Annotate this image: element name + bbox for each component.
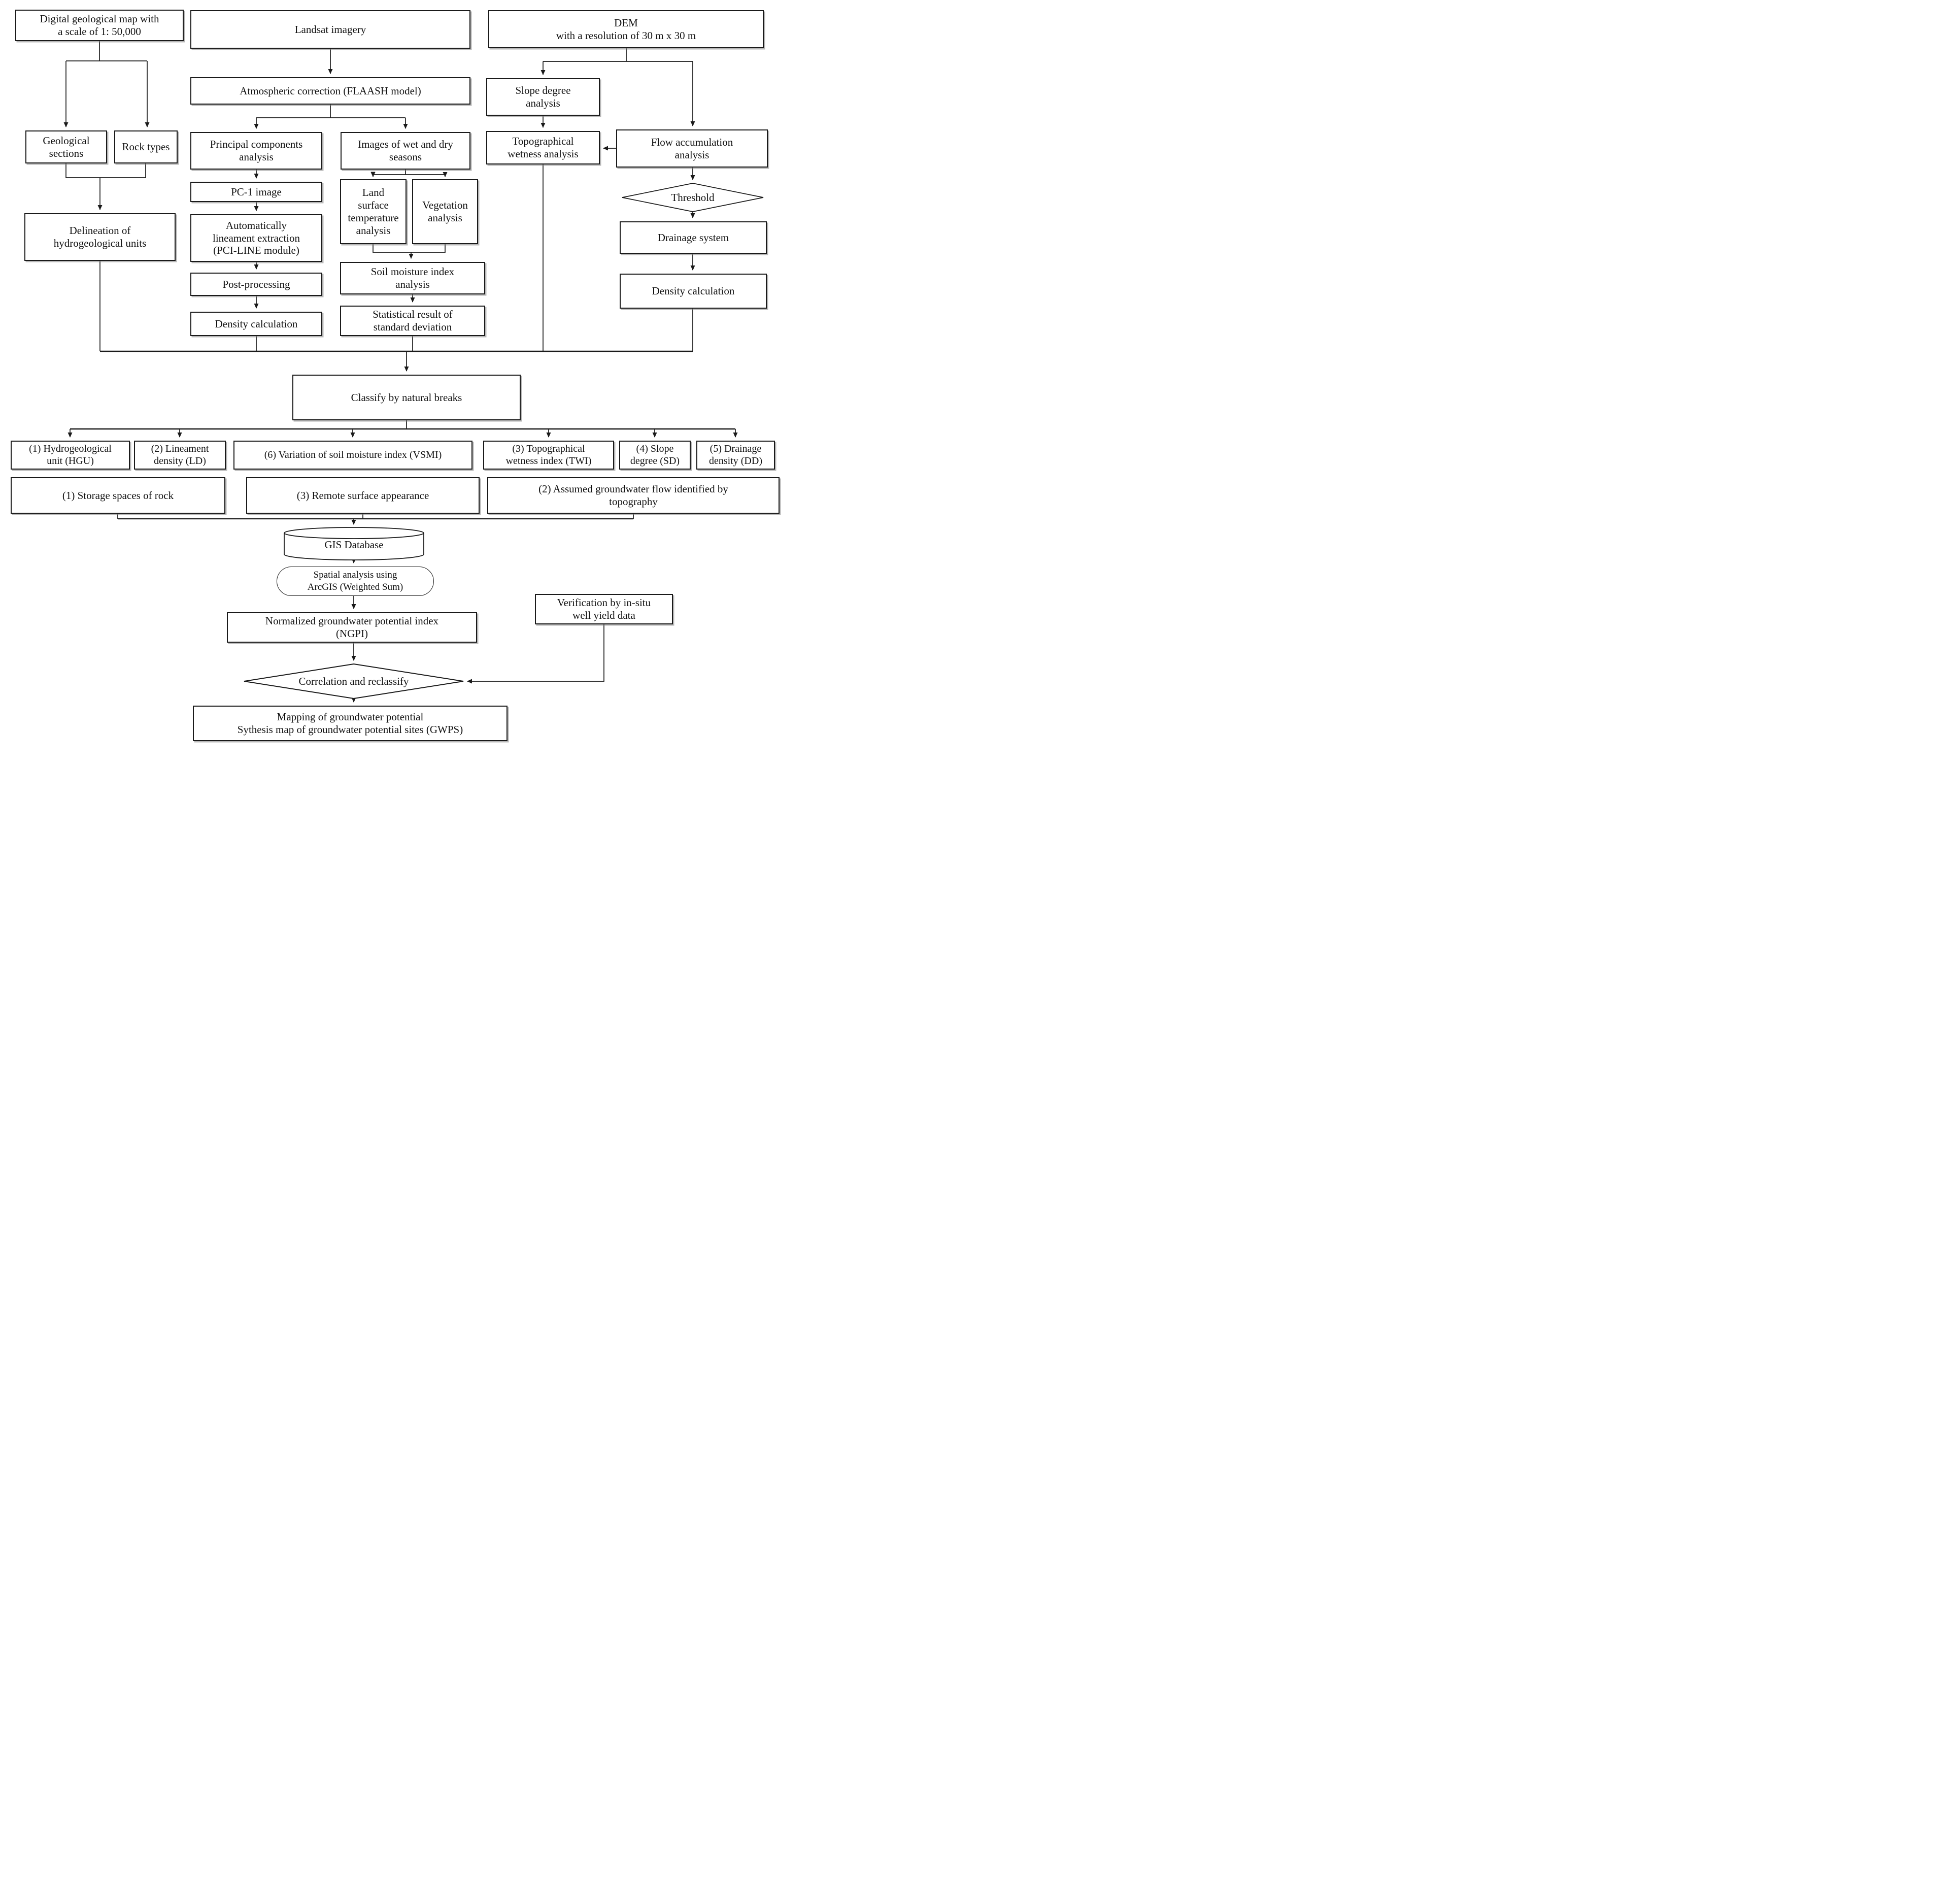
node-threshold-label: Threshold	[671, 191, 715, 204]
node-pc1-image: PC-1 image	[190, 182, 322, 202]
threshold-diamond	[622, 183, 764, 212]
correlation-diamond	[244, 663, 464, 700]
node-atmospheric-correction: Atmospheric correction (FLAASH model)	[190, 77, 470, 105]
node-density-calculation-drainage: Density calculation	[620, 274, 767, 309]
connector-layer	[63, 41, 764, 703]
node-landsat-imagery: Landsat imagery	[190, 10, 470, 49]
node-gis-database-label: GIS Database	[324, 538, 384, 551]
node-post-processing: Post-processing	[190, 273, 322, 296]
node-assumed-groundwater-flow: (2) Assumed groundwater flow identified …	[487, 477, 780, 514]
node-drainage-system: Drainage system	[620, 221, 767, 254]
node-storage-spaces-of-rock: (1) Storage spaces of rock	[11, 477, 225, 514]
node-remote-surface-appearance: (3) Remote surface appearance	[246, 477, 480, 514]
node-ngpi: Normalized groundwater potential index(N…	[227, 612, 477, 643]
node-classify-natural-breaks: Classify by natural breaks	[292, 375, 521, 420]
node-rock-types: Rock types	[114, 130, 178, 163]
gis-cylinder	[284, 527, 424, 560]
node-variation-soil-moisture-vsmi: (6) Variation of soil moisture index (VS…	[233, 441, 472, 470]
arrow-lines	[63, 41, 738, 703]
node-correlation-reclassify-label: Correlation and reclassify	[298, 675, 409, 687]
node-density-calculation-lineament: Density calculation	[190, 312, 322, 336]
